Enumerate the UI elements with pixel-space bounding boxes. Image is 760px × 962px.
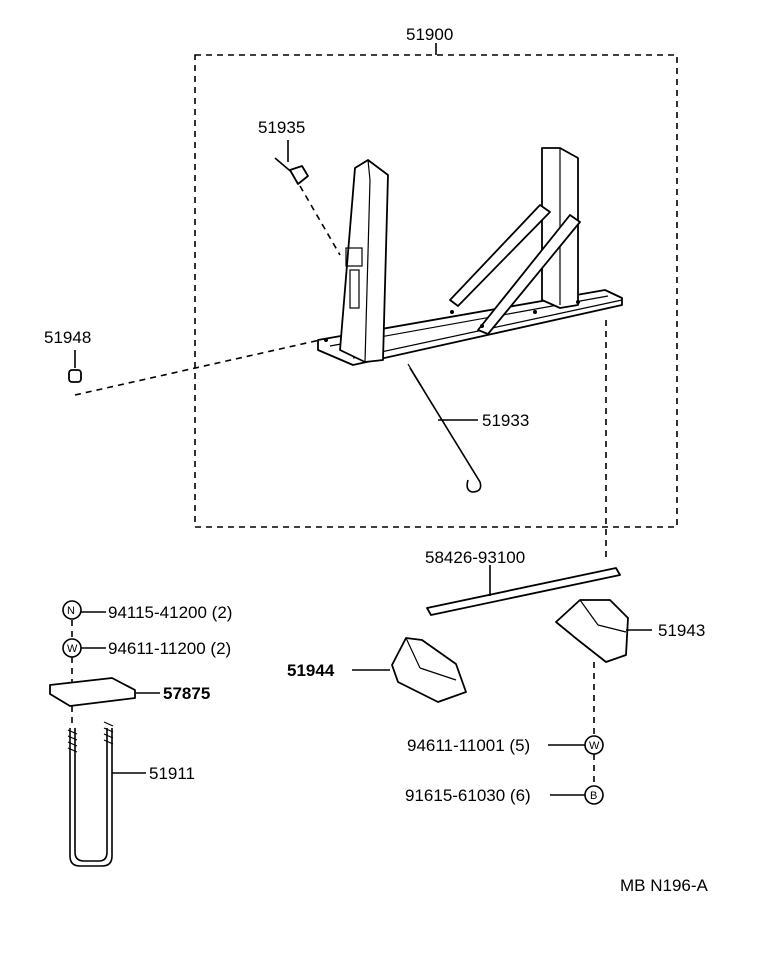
label-51933: 51933 xyxy=(482,411,529,430)
svg-text:W: W xyxy=(589,740,600,752)
rod-51933 xyxy=(407,363,482,493)
label-51948: 51948 xyxy=(44,328,91,347)
label-94611-11200: 94611-11200 (2) xyxy=(108,639,231,658)
u-bolt-51911 xyxy=(67,721,114,867)
diagram-code: MB N196-A xyxy=(620,876,709,895)
label-51935: 51935 xyxy=(258,118,305,137)
plate-57875 xyxy=(49,677,136,707)
nut-symbol-left xyxy=(62,600,82,620)
carrier-frame xyxy=(317,147,623,366)
label-94611-11001: 94611-11001 (5) xyxy=(407,736,530,755)
bracket-51943 xyxy=(555,599,629,663)
label-51944: 51944 xyxy=(287,661,335,680)
bracket-51944 xyxy=(391,637,467,703)
svg-text:B: B xyxy=(590,790,597,802)
svg-text:W: W xyxy=(67,643,78,655)
assembly-boundary xyxy=(194,54,678,528)
label-91615-61030: 91615-61030 (6) xyxy=(405,786,531,805)
strip-58426 xyxy=(426,567,621,616)
label-51900: 51900 xyxy=(406,25,453,44)
hook-part xyxy=(274,140,309,185)
label-51911: 51911 xyxy=(149,764,195,783)
label-58426-93100: 58426-93100 xyxy=(425,548,525,567)
svg-text:N: N xyxy=(67,605,75,617)
label-94115-41200: 94115-41200 (2) xyxy=(108,603,232,622)
label-57875: 57875 xyxy=(163,684,210,703)
bolt-51948 xyxy=(68,369,82,383)
label-51943: 51943 xyxy=(658,621,705,640)
